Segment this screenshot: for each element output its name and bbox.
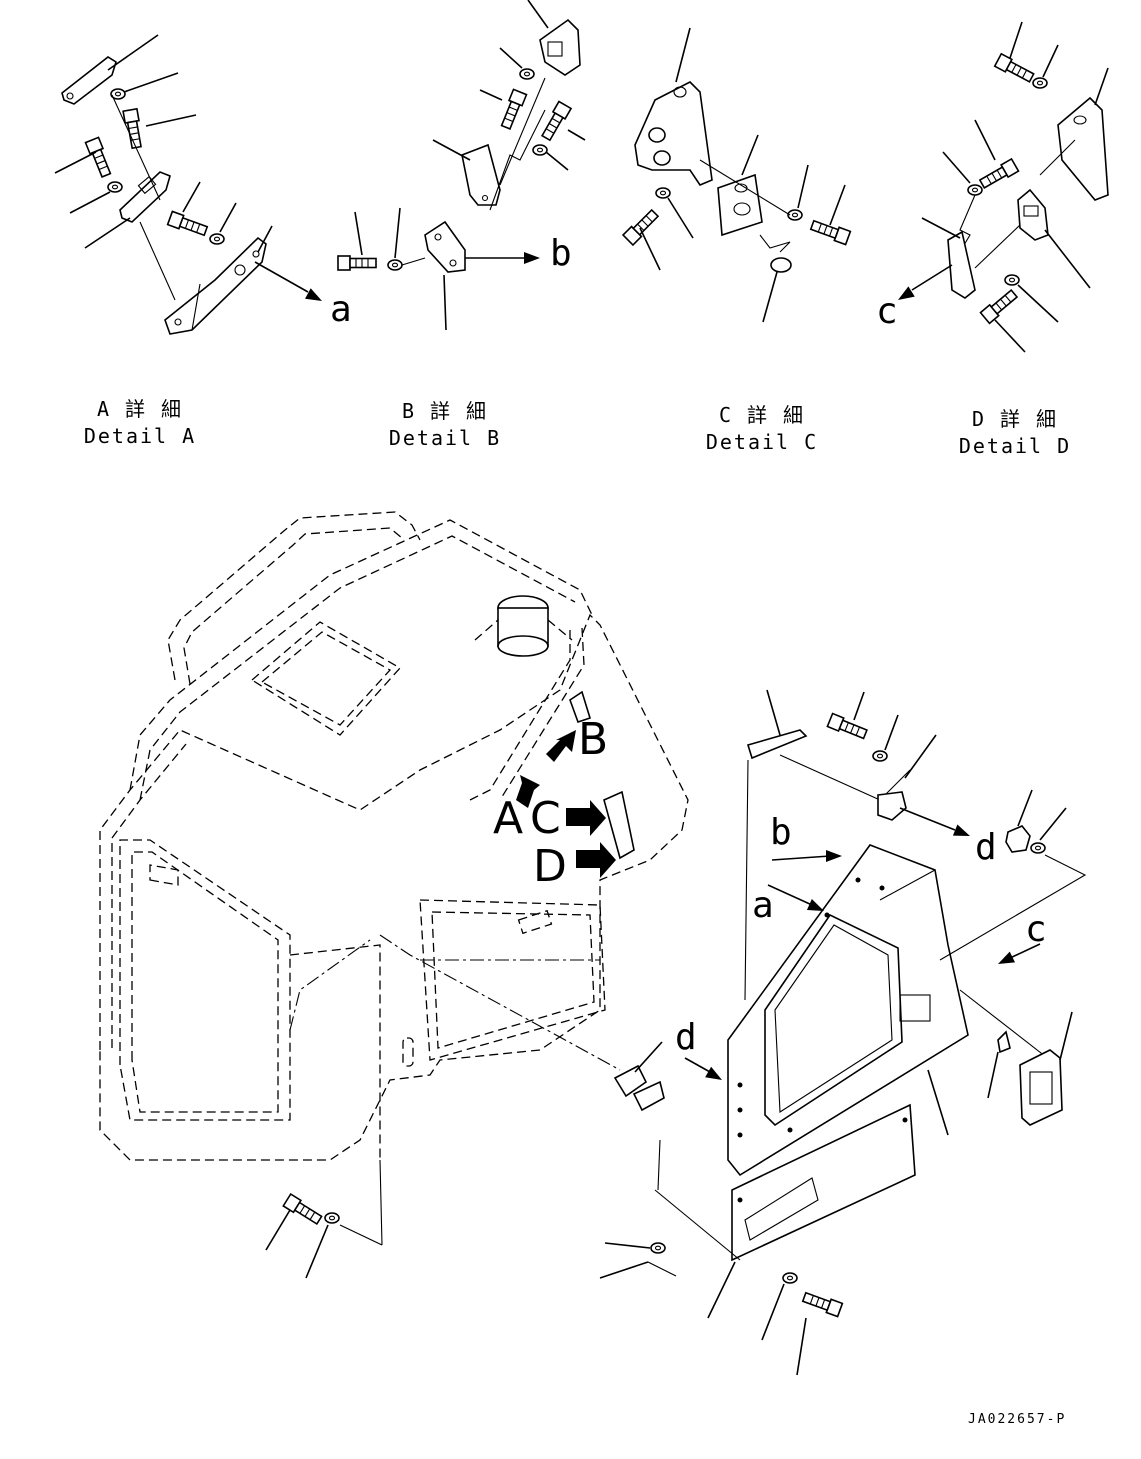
detail-c-drawing <box>622 27 852 323</box>
detail-b-en: Detail B <box>388 426 502 450</box>
detail-d-drawing <box>894 21 1109 353</box>
door-lower-plate <box>731 1103 916 1262</box>
main-d-top-label: d <box>975 827 997 868</box>
detail-b-connector-label: b <box>550 233 572 274</box>
view-label-b: B <box>578 714 609 765</box>
front-window <box>119 839 291 1121</box>
detail-a-caption: A 詳 細 Detail A <box>70 396 210 450</box>
detail-b-plate <box>461 143 501 206</box>
detail-a-bracket-top <box>61 56 117 105</box>
door-assembly-drawing <box>265 689 1087 1376</box>
drawing-code: JA022657-P <box>968 1412 1067 1427</box>
door-latch <box>1019 1049 1063 1126</box>
detail-a-connector-label: a <box>330 289 352 330</box>
door-window <box>764 913 903 1127</box>
main-b-label: b <box>770 812 792 853</box>
detail-c-jp: C 詳 細 <box>718 403 806 427</box>
detail-a-jp: A 詳 細 <box>96 397 184 421</box>
view-arrows <box>516 730 616 878</box>
detail-c-caption: C 詳 細 Detail C <box>692 402 832 456</box>
detail-b-catch <box>539 18 581 76</box>
detail-c-plate <box>717 173 763 237</box>
main-c-label: c <box>1025 909 1047 950</box>
main-a-label: a <box>752 885 774 926</box>
detail-d-caption: D 詳 細 Detail D <box>945 406 1085 460</box>
detail-a-bracket-mid <box>119 171 171 223</box>
main-d-label: d <box>675 1017 697 1058</box>
detail-a-drawing <box>54 34 325 335</box>
detail-b-latch <box>424 220 466 273</box>
view-label-c: C <box>530 793 561 844</box>
view-label-d: D <box>533 841 567 892</box>
detail-a-en: Detail A <box>83 424 197 448</box>
detail-d-bracket <box>1057 96 1109 201</box>
detail-d-jp: D 詳 細 <box>971 407 1059 431</box>
view-label-a: A <box>493 793 524 844</box>
detail-b-drawing <box>337 0 586 331</box>
detail-d-en: Detail D <box>958 434 1072 458</box>
cab-body-drawing <box>99 511 689 1246</box>
detail-b-caption: B 詳 細 Detail B <box>375 398 515 452</box>
side-door <box>419 899 606 1061</box>
detail-a-hinge-plate <box>164 236 267 335</box>
detail-c-bracket <box>634 81 713 186</box>
door-hinge-bracket <box>877 791 907 821</box>
detail-b-jp: B 詳 細 <box>401 399 489 423</box>
detail-c-en: Detail C <box>705 430 819 454</box>
roof-hatch <box>250 621 402 736</box>
detail-d-plate <box>947 230 976 299</box>
detail-d-catch <box>1017 188 1049 241</box>
detail-c-connector-label: c <box>876 291 898 332</box>
detail-c-cap <box>770 257 792 273</box>
